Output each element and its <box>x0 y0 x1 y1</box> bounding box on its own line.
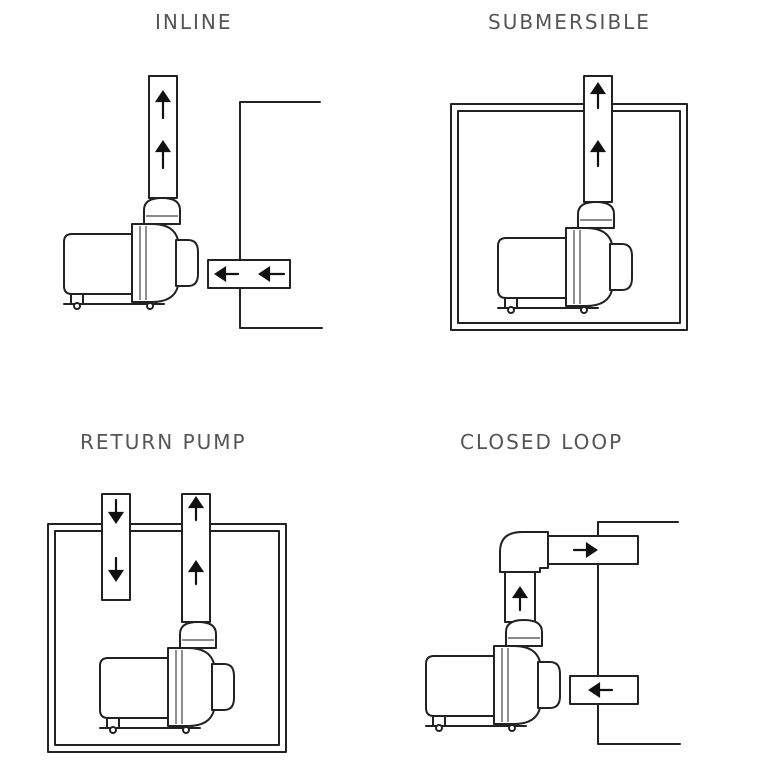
flow-arrow-left <box>588 681 614 699</box>
return-pump-panel <box>47 493 287 753</box>
inline-panel <box>63 75 323 329</box>
flow-arrow-right <box>572 541 598 559</box>
tank-inner <box>457 110 681 324</box>
submersible-panel <box>450 75 688 331</box>
flow-arrow-left <box>214 265 286 283</box>
flow-arrow-down <box>107 498 125 582</box>
closed-loop-panel <box>425 521 681 745</box>
closed-loop-title: CLOSED LOOP <box>460 430 624 454</box>
inline-title: INLINE <box>155 10 233 34</box>
pump <box>425 619 561 732</box>
elbow-fitting <box>499 531 549 573</box>
submersible-title: SUBMERSIBLE <box>488 10 651 34</box>
pump <box>63 197 199 310</box>
tank-wall <box>239 101 323 329</box>
return-pump-title: RETURN PUMP <box>80 430 247 454</box>
tank-inner <box>54 530 280 746</box>
flow-arrow-up <box>589 82 607 168</box>
tank-wall <box>597 521 681 745</box>
flow-arrow-up <box>511 586 529 612</box>
flow-arrow-up <box>154 90 172 170</box>
flow-arrow-up <box>187 496 205 586</box>
